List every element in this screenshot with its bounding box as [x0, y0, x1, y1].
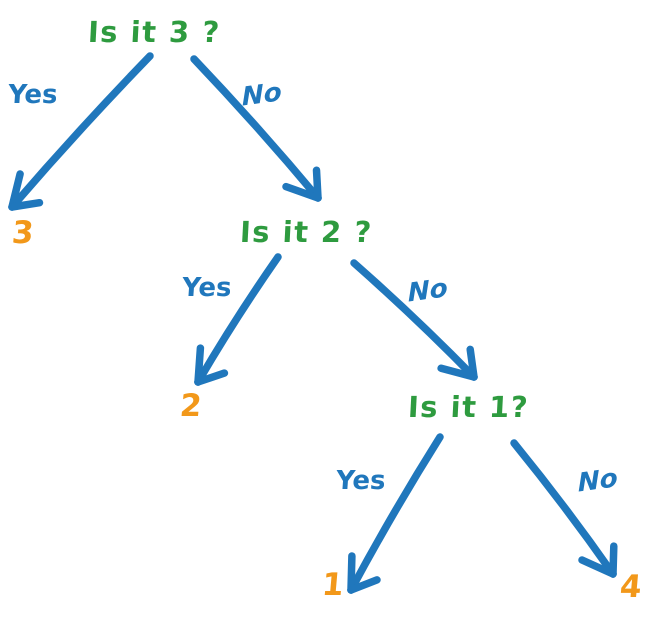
question-node-q2: Is it 2 ?: [239, 215, 374, 249]
leaf-node-leaf4: 4: [618, 569, 644, 605]
edge-arrow: [350, 259, 478, 381]
edge-label-e-q2-yes: Yes: [180, 273, 233, 303]
edge-label-e-q2-no: No: [407, 273, 449, 309]
edge-arrow: [347, 433, 444, 594]
leaf-node-leaf2: 2: [178, 388, 204, 424]
edge-arrow: [190, 55, 322, 202]
edge-label-e-q1-yes: Yes: [334, 466, 387, 496]
question-node-q3: Is it 3 ?: [87, 15, 222, 49]
edge-label-e-q3-no: No: [241, 77, 283, 113]
question-node-q1: Is it 1?: [407, 390, 530, 424]
leaf-node-leaf1: 1: [320, 567, 346, 603]
edge-arrow: [8, 52, 154, 211]
edge-label-e-q3-yes: Yes: [6, 80, 59, 110]
leaf-node-leaf3: 3: [10, 215, 36, 251]
edge-arrow: [510, 439, 618, 578]
edge-label-e-q1-no: No: [577, 463, 619, 499]
edge-arrow: [194, 253, 282, 386]
